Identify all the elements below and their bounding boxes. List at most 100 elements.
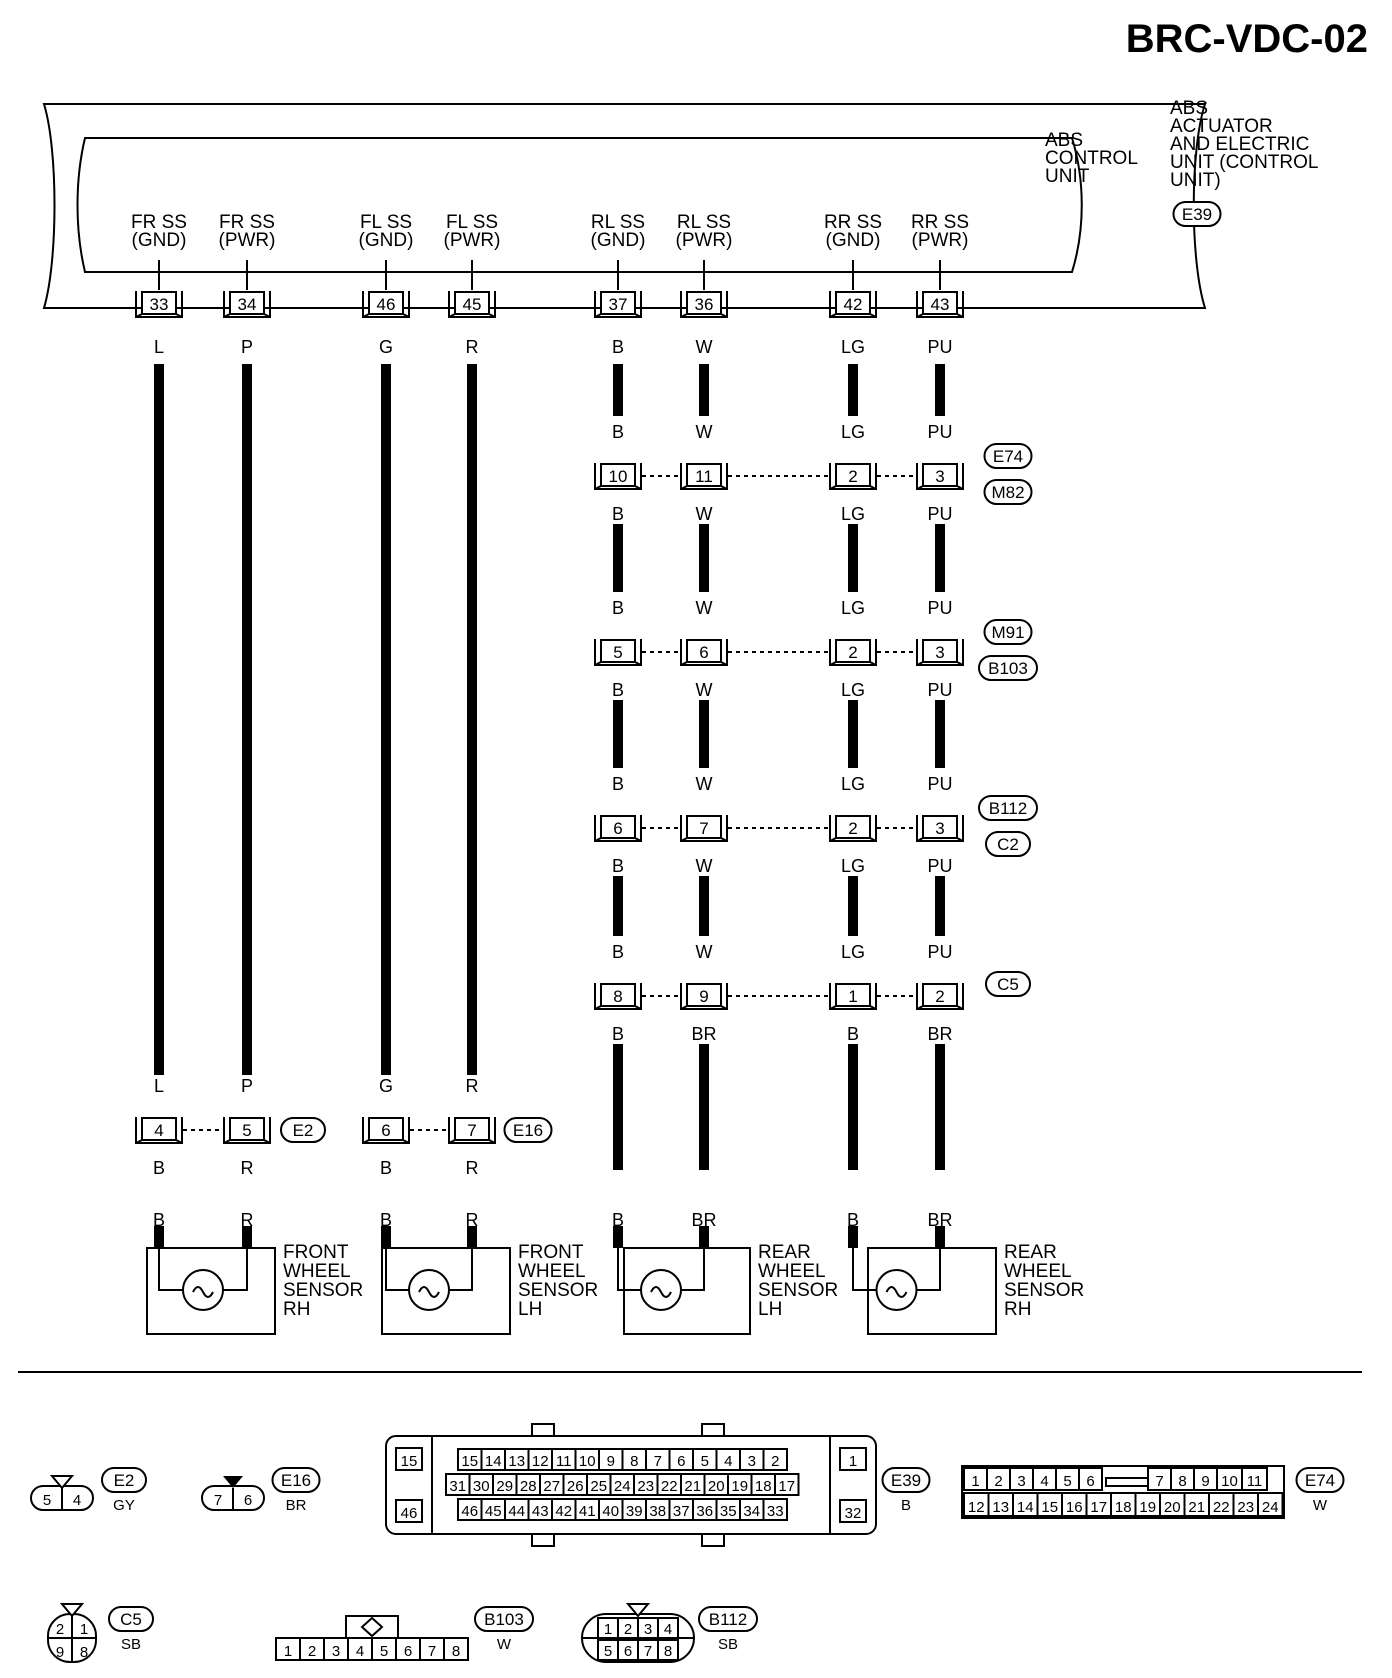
pin-number: 8 [664,1643,672,1660]
pin-number-cell [774,1473,800,1496]
sensor-label-line: LH [758,1299,782,1320]
connector-bracket-edge [829,485,837,490]
pin-number: 3 [1017,1473,1025,1490]
wire-color-label: B [612,774,624,794]
wire-color-label: L [154,337,164,357]
pin-number: 27 [543,1478,560,1495]
connector-bracket-edge [402,313,410,318]
connector-bracket-edge [956,1005,964,1010]
connector-pin-number: 10 [609,467,628,486]
connector-pin-number: 3 [935,643,944,662]
connector-tag-e74: E74 [993,447,1023,466]
wire-color-label: B [612,1210,624,1230]
sensor-lead [681,1236,705,1291]
connector-pin-number: 42 [844,295,863,314]
connector-tag-e74-outline [983,443,1033,469]
connector-bracket [680,291,728,318]
connector-pin-box [835,815,871,839]
connector-bracket [362,1117,410,1144]
pin-number-cell [1257,1492,1284,1517]
terminal-name: FL SS [446,212,498,233]
pin-number: 6 [677,1453,685,1470]
pin-number: 15 [401,1453,418,1470]
pin-number: 4 [356,1643,364,1660]
connector-pin-number: 6 [381,1121,390,1140]
connector-bracket-edge [869,485,877,490]
wire-color-label: B [612,598,624,618]
wire-color-label: R [466,1210,479,1230]
unit-pin-33: 33 [135,291,183,318]
connector-tag-e2-outline [280,1117,326,1143]
wire-color-label: LG [841,598,865,618]
connector-pin-number: 5 [242,1121,251,1140]
connector-C5-pin-2: 2 [916,983,964,1010]
connector-tag-e2: E2 [293,1121,314,1140]
connector-pin-box [454,1117,490,1141]
pin-number: 5 [380,1643,388,1660]
connector-view-id-outline [1295,1467,1345,1493]
connector-C5-pin-8: 8 [594,983,642,1010]
sensor-lead [852,1236,877,1291]
pin-number-cell [657,1617,679,1639]
wire-color-label: B [380,1210,392,1230]
pin-number: 5 [604,1643,612,1660]
sensor-lead [158,1236,183,1291]
connector-bracket [916,815,964,842]
wire-color-label: W [696,337,713,357]
terminal-type: (PWR) [676,230,733,251]
pin-number-cell [762,1498,788,1521]
pin-number: 7 [428,1643,436,1660]
pin-number: 3 [644,1621,652,1638]
connector-bracket-edge [362,313,370,318]
pin-number: 21 [684,1478,701,1495]
sensor-label-line: WHEEL [1004,1261,1072,1282]
wire-color-label: B [612,422,624,442]
wire-color-label: B [612,337,624,357]
terminal-type: (GND) [826,230,881,251]
connector-pin-number: 2 [848,819,857,838]
connector-B112-pin-6: 6 [594,815,642,842]
connector-bracket [362,291,410,318]
pin-number: 14 [485,1453,502,1470]
pin-number: 33 [767,1503,784,1520]
wire-color-label: B [612,1024,624,1044]
wire-color-label: BR [927,1024,952,1044]
connector-bracket [916,983,964,1010]
connector-pin-number: 37 [609,295,628,314]
connector-pin-number: 9 [699,987,708,1006]
pin-number: 15 [461,1453,478,1470]
wire-color-label: B [380,1158,392,1178]
wire-color-label: R [241,1210,254,1230]
connector-view-id-outline [108,1606,154,1632]
connector-view-id-outline [474,1606,534,1632]
connector-B112-pin-3: 3 [916,815,964,842]
connector-pin-box [229,1117,265,1141]
connector-tag-m91-outline [983,619,1033,645]
connector-pin-number: 3 [935,467,944,486]
pin-number: 25 [590,1478,607,1495]
wire-color-label: P [241,1076,253,1096]
pin-number-cell [443,1637,469,1661]
connector-pin-number: 5 [613,643,622,662]
sensor-lead [385,1236,409,1291]
wire-color-label: G [379,337,393,357]
sensor-label-line: SENSOR [518,1280,598,1301]
wire-color-label: W [696,774,713,794]
connector-pin-box [368,291,404,315]
connector-pin-box [835,291,871,315]
connector-bracket-edge [680,1005,688,1010]
pin-number: 3 [332,1643,340,1660]
connector-bracket [135,291,183,318]
connector-E74-pin-11: 11 [680,463,728,490]
latch-tab [531,1423,555,1437]
connector-bracket [594,983,642,1010]
pin-number: 17 [1090,1499,1107,1516]
pin-number: 22 [1213,1499,1230,1516]
connector-pin-number: 2 [935,987,944,1006]
pin-number-cell [1241,1467,1268,1491]
